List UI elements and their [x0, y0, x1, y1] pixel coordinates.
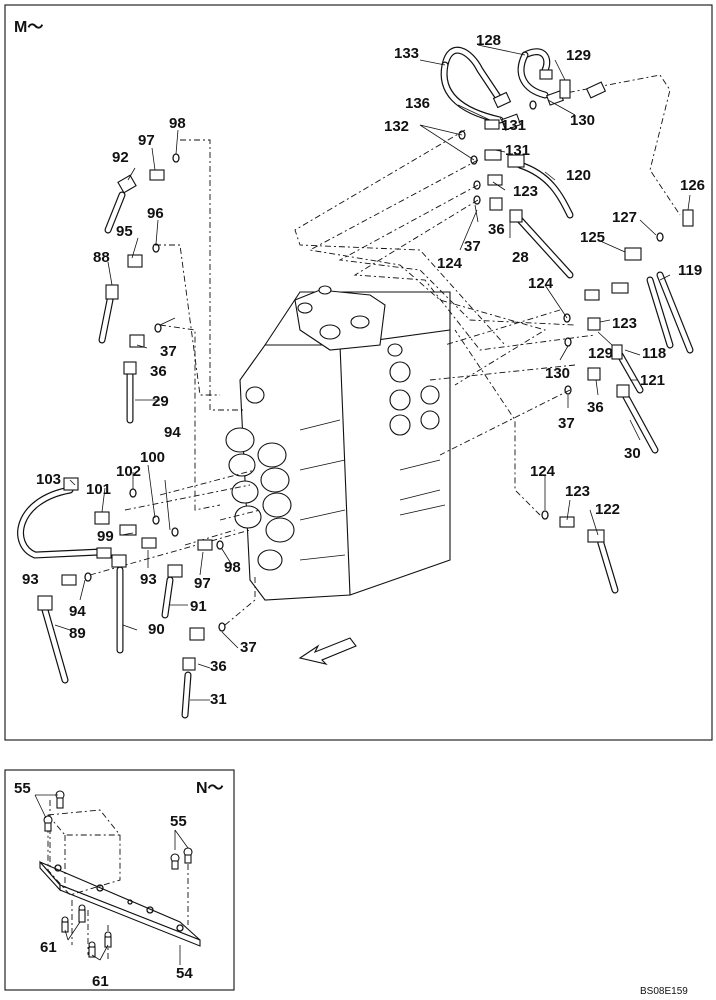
direction-arrow	[298, 637, 357, 665]
callout-95: 95	[116, 223, 133, 240]
callout-129: 129	[588, 345, 613, 362]
callout-leaders	[54, 44, 691, 701]
control-valve-body	[225, 285, 451, 601]
callout-123: 123	[565, 483, 590, 500]
callout-127: 127	[612, 209, 637, 226]
callout-130: 130	[545, 365, 570, 382]
callout-100: 100	[140, 449, 165, 466]
callout-122: 122	[595, 501, 620, 518]
callout-91: 91	[190, 598, 207, 615]
callout-61: 61	[40, 939, 57, 956]
o-rings	[84, 100, 664, 632]
leader-lines	[89, 74, 681, 626]
callout-129: 129	[566, 47, 591, 64]
callout-124: 124	[437, 255, 463, 272]
callout-30: 30	[624, 445, 641, 462]
callout-124: 124	[528, 275, 554, 292]
main-view-frame	[4, 4, 713, 741]
callout-37: 37	[160, 343, 177, 360]
callout-98: 98	[224, 559, 241, 576]
callout-128: 128	[476, 32, 501, 49]
detail-callouts: 55 55 61 61 54	[14, 780, 193, 990]
callout-123: 123	[513, 183, 538, 200]
callout-121: 121	[640, 372, 665, 389]
callout-136: 136	[405, 95, 430, 112]
callout-118: 118	[642, 345, 666, 362]
callout-94: 94	[69, 603, 86, 620]
callout-54: 54	[176, 965, 193, 982]
callout-96: 96	[147, 205, 164, 222]
callout-36: 36	[488, 221, 505, 238]
hoses	[17, 46, 694, 719]
callout-93: 93	[140, 571, 157, 588]
callout-98: 98	[169, 115, 186, 132]
callout-88: 88	[93, 249, 110, 266]
callout-29: 29	[152, 393, 169, 410]
callout-28: 28	[512, 249, 529, 266]
callout-37: 37	[464, 238, 481, 255]
callout-37: 37	[558, 415, 575, 432]
callout-55: 55	[14, 780, 31, 797]
callout-36: 36	[210, 658, 227, 675]
callout-101: 101	[86, 481, 111, 498]
detail-view-title: N～	[196, 780, 224, 797]
callout-132: 132	[384, 118, 409, 135]
callout-31: 31	[210, 691, 227, 708]
callout-119: 119	[678, 262, 702, 279]
callout-55: 55	[170, 813, 187, 830]
callout-61: 61	[92, 973, 109, 990]
callout-102: 102	[116, 463, 141, 480]
detail-view-frame	[4, 769, 235, 991]
main-callouts: 133 128 129 136 132 131 130 131 120 123 …	[22, 32, 705, 708]
callout-36: 36	[150, 363, 167, 380]
callout-90: 90	[148, 621, 165, 638]
callout-92: 92	[112, 149, 129, 166]
callout-99: 99	[97, 528, 114, 545]
callout-131: 131	[505, 142, 530, 159]
callout-93: 93	[22, 571, 39, 588]
callout-97: 97	[138, 132, 155, 149]
callout-125: 125	[580, 229, 605, 246]
callout-89: 89	[69, 625, 86, 642]
callout-131: 131	[501, 117, 526, 134]
callout-126: 126	[680, 177, 705, 194]
fittings	[37, 69, 694, 671]
callout-120: 120	[566, 167, 591, 184]
figure-reference: BS08E159	[640, 986, 688, 997]
callout-124: 124	[530, 463, 556, 480]
callout-103: 103	[36, 471, 61, 488]
callout-130: 130	[570, 112, 595, 129]
callout-37: 37	[240, 639, 257, 656]
callout-123: 123	[612, 315, 637, 332]
detail-bracket-assembly	[34, 790, 201, 965]
main-view-title: M～	[14, 19, 43, 36]
callout-36: 36	[587, 399, 604, 416]
callout-94: 94	[164, 424, 181, 441]
callout-97: 97	[194, 575, 211, 592]
callout-133: 133	[394, 45, 419, 62]
